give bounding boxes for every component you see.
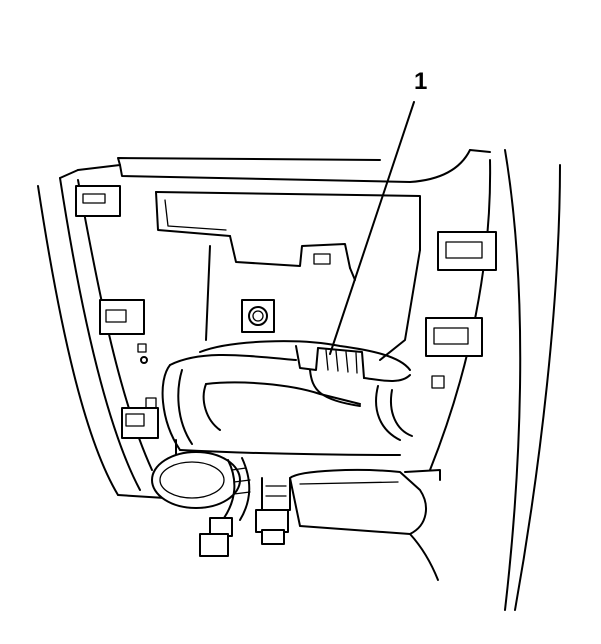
callout-1-leader xyxy=(329,101,415,355)
right-clip-tabs xyxy=(425,231,497,389)
callout-label-1: 1 xyxy=(414,68,428,95)
upper-bracket xyxy=(155,191,421,361)
lower-tray xyxy=(289,469,441,581)
left-clip-tabs xyxy=(75,185,159,439)
harness-grommet xyxy=(151,451,241,509)
mounting-screw xyxy=(241,299,275,333)
housing-outline xyxy=(37,149,561,611)
wiring-harness xyxy=(161,340,413,461)
pigtail-connectors xyxy=(199,457,291,557)
